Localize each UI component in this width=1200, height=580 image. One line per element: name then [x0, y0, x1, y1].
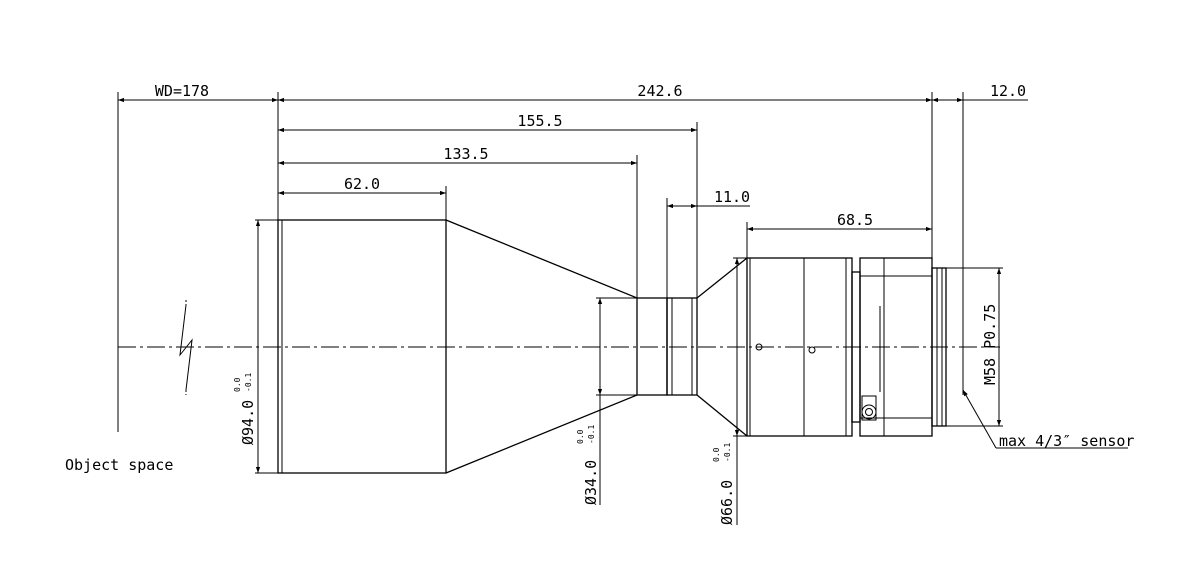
diameter-rear: Ø66.0 0.0 -0.1	[712, 257, 747, 525]
dim-133-text: 133.5	[443, 145, 488, 163]
dim-62-text: 62.0	[344, 175, 380, 193]
diameter-front-tol-lower: -0.1	[244, 373, 253, 392]
diameter-waist-tol-upper: 0.0	[576, 429, 585, 444]
sensor-leader: max 4/3″ sensor	[962, 389, 1134, 450]
diameter-front-tol-upper: 0.0	[233, 377, 242, 392]
dimension-flange: 12.0	[932, 82, 1028, 103]
diameter-waist-text: Ø34.0	[582, 460, 600, 505]
lens-body	[277, 219, 947, 474]
diameter-waist-tol-lower: -0.1	[587, 425, 596, 444]
diameter-front-text: Ø94.0	[239, 400, 257, 445]
diameter-rear-tol-lower: -0.1	[723, 443, 732, 462]
dimension-133: 133.5	[278, 145, 637, 166]
mount-text: M58 P0.75	[981, 304, 999, 385]
dimension-total: 242.6	[278, 82, 932, 103]
extension-lines	[277, 92, 964, 395]
diameter-rear-tol-upper: 0.0	[712, 447, 721, 462]
object-plane	[117, 92, 193, 432]
dimension-62: 62.0	[278, 175, 446, 196]
dimension-wd: WD=178	[118, 82, 278, 103]
mount-dimension: M58 P0.75	[946, 267, 1003, 427]
dimension-155: 155.5	[278, 112, 697, 133]
dim-flange-text: 12.0	[990, 82, 1026, 100]
dim-155-text: 155.5	[517, 112, 562, 130]
dim-wd-text: WD=178	[155, 82, 209, 100]
object-space-label: Object space	[65, 456, 173, 474]
dimension-68: 68.5	[747, 211, 932, 232]
diameter-waist: Ø34.0 0.0 -0.1	[576, 297, 637, 505]
diameter-front: Ø94.0 0.0 -0.1	[233, 219, 278, 474]
dimension-11: 11.0	[667, 188, 750, 209]
dim-total-text: 242.6	[637, 82, 682, 100]
diameter-rear-text: Ø66.0	[718, 480, 736, 525]
dim-68-text: 68.5	[837, 211, 873, 229]
sensor-label: max 4/3″ sensor	[999, 432, 1134, 450]
dim-11-text: 11.0	[714, 188, 750, 206]
